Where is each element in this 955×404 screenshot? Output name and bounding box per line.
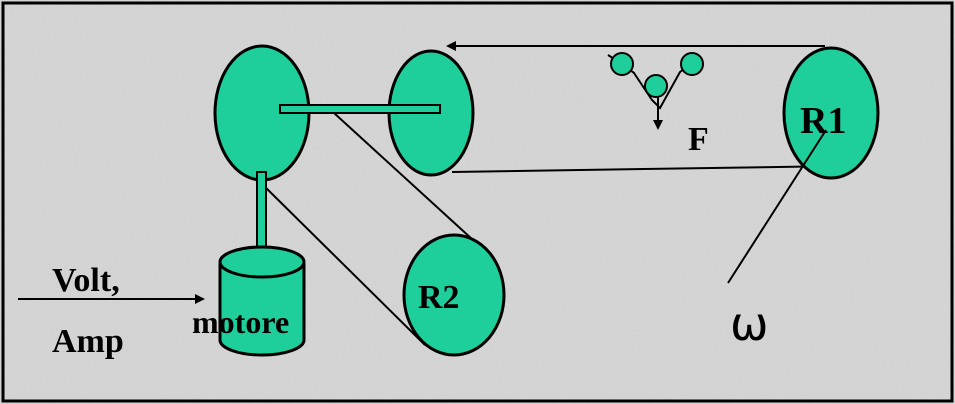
- label-input-volt: Volt,: [52, 262, 120, 299]
- pulley-r2: [402, 233, 506, 357]
- label-motor: motore: [192, 304, 289, 340]
- motor-body: [218, 263, 306, 357]
- label-input-amp: Amp: [52, 323, 124, 360]
- belt-r2-inner: [257, 179, 426, 346]
- belt-r2-outer: [333, 112, 485, 251]
- tension-roller-right: [680, 52, 704, 76]
- motor-top: [218, 245, 306, 279]
- belt-bottom: [451, 161, 844, 173]
- omega-pointer: [727, 129, 827, 284]
- tension-roller-left: [610, 52, 634, 76]
- label-r2: R2: [418, 279, 460, 316]
- label-r1: R1: [800, 100, 846, 142]
- shaft-horizontal: [279, 104, 441, 114]
- tension-roller-middle: [644, 74, 668, 98]
- motor-shaft: [256, 171, 267, 259]
- label-omega: ω: [730, 297, 769, 351]
- label-force: F: [688, 121, 709, 158]
- pulley-r1: [782, 46, 880, 180]
